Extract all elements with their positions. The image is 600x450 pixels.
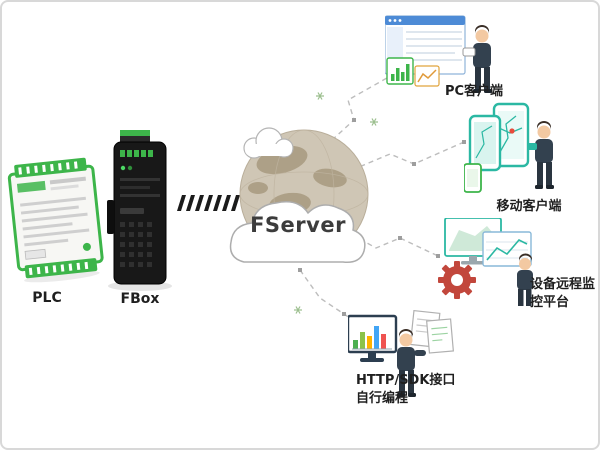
mobile-client-illustration bbox=[464, 102, 554, 193]
mobile-client-label: 移动客户端 bbox=[496, 199, 562, 214]
gear-icon bbox=[438, 261, 476, 299]
sdk-label-line1: HTTP/SDK接口 bbox=[356, 373, 456, 388]
fbox-device-illustration bbox=[107, 130, 172, 291]
plc-label: PLC bbox=[32, 290, 62, 306]
pc-client-illustration bbox=[385, 15, 492, 93]
platform-person bbox=[517, 253, 533, 306]
fbox-label: FBox bbox=[120, 291, 160, 307]
sdk-person bbox=[397, 329, 426, 397]
platform-label-line1: 设备远程监 bbox=[530, 277, 596, 292]
monitor-platform-illustration bbox=[438, 218, 533, 306]
sdk-label-line2: 自行编程 bbox=[356, 391, 409, 407]
pc-person bbox=[462, 25, 492, 93]
platform-label-line2: 控平台 bbox=[530, 295, 570, 311]
fserver-label: FServer bbox=[250, 213, 346, 237]
plc-device-illustration bbox=[7, 157, 104, 283]
cloud-globe-illustration bbox=[229, 127, 369, 264]
http-sdk-illustration bbox=[348, 310, 454, 397]
mobile-person bbox=[527, 121, 554, 189]
pc-client-label: PC客户端 bbox=[444, 84, 504, 99]
front-cloud bbox=[229, 201, 366, 264]
chevron-arrows-icon bbox=[177, 195, 240, 211]
